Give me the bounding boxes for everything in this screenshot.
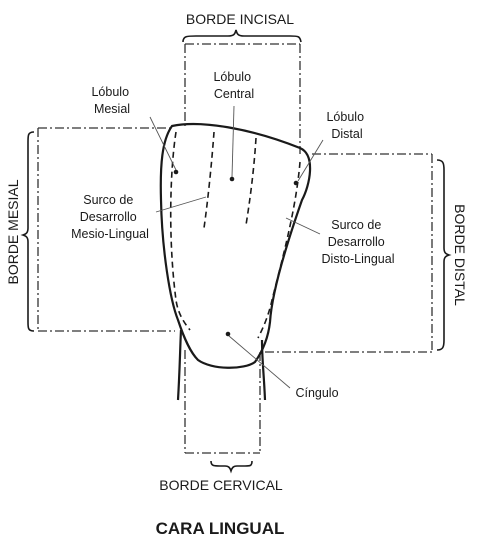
- tooth-outline: [159, 122, 312, 401]
- border-incisal-label: BORDE INCISAL: [186, 11, 294, 27]
- border-mesial-label: BORDE MESIAL: [5, 179, 21, 284]
- lobe-points: [173, 169, 299, 337]
- brace-cervical: [210, 460, 253, 474]
- horizontal-frame: [37, 127, 433, 353]
- border-distal-label: BORDE DISTAL: [452, 204, 468, 306]
- vertical-frame: [184, 43, 301, 454]
- leader-surco-mesio: [155, 196, 207, 213]
- braces: [20, 29, 452, 474]
- leader-lobulo-mesial: [149, 116, 177, 171]
- leader-surco-disto: [285, 217, 321, 235]
- brace-incisal: [182, 29, 302, 43]
- distal-marginal-ridge: [257, 161, 301, 339]
- brace-mesial: [20, 131, 35, 332]
- distal-lobe-point: [293, 180, 299, 186]
- brace-distal: [436, 159, 452, 351]
- label-lobulo-distal: Lóbulo Distal: [326, 110, 367, 141]
- central-lobe-point: [229, 176, 235, 182]
- label-cingulo: Cíngulo: [295, 386, 338, 400]
- label-surco-mesio-lingual: Surco de Desarrollo Mesio-Lingual: [71, 193, 149, 241]
- internal-contours: [169, 131, 301, 339]
- leader-cingulo: [228, 335, 291, 389]
- diagram-title: CARA LINGUAL: [156, 519, 285, 538]
- root-left-line: [176, 329, 183, 401]
- label-lobulo-central: Lóbulo Central: [213, 70, 254, 101]
- label-lobulo-mesial: Lóbulo Mesial: [91, 85, 132, 116]
- mesio-lingual-groove: [203, 131, 215, 229]
- cingulum-point: [225, 331, 231, 337]
- border-cervical-label: BORDE CERVICAL: [159, 477, 283, 493]
- mesial-lobe-point: [173, 169, 179, 175]
- disto-lingual-groove: [245, 137, 257, 226]
- root-right-line: [260, 339, 267, 401]
- mesial-marginal-ridge: [169, 131, 191, 331]
- leader-lobulo-distal: [297, 139, 324, 182]
- leader-lines: [149, 105, 324, 389]
- leader-lobulo-central: [231, 105, 235, 178]
- crown-outline: [159, 122, 312, 369]
- label-surco-disto-lingual: Surco de Desarrollo Disto-Lingual: [322, 218, 395, 266]
